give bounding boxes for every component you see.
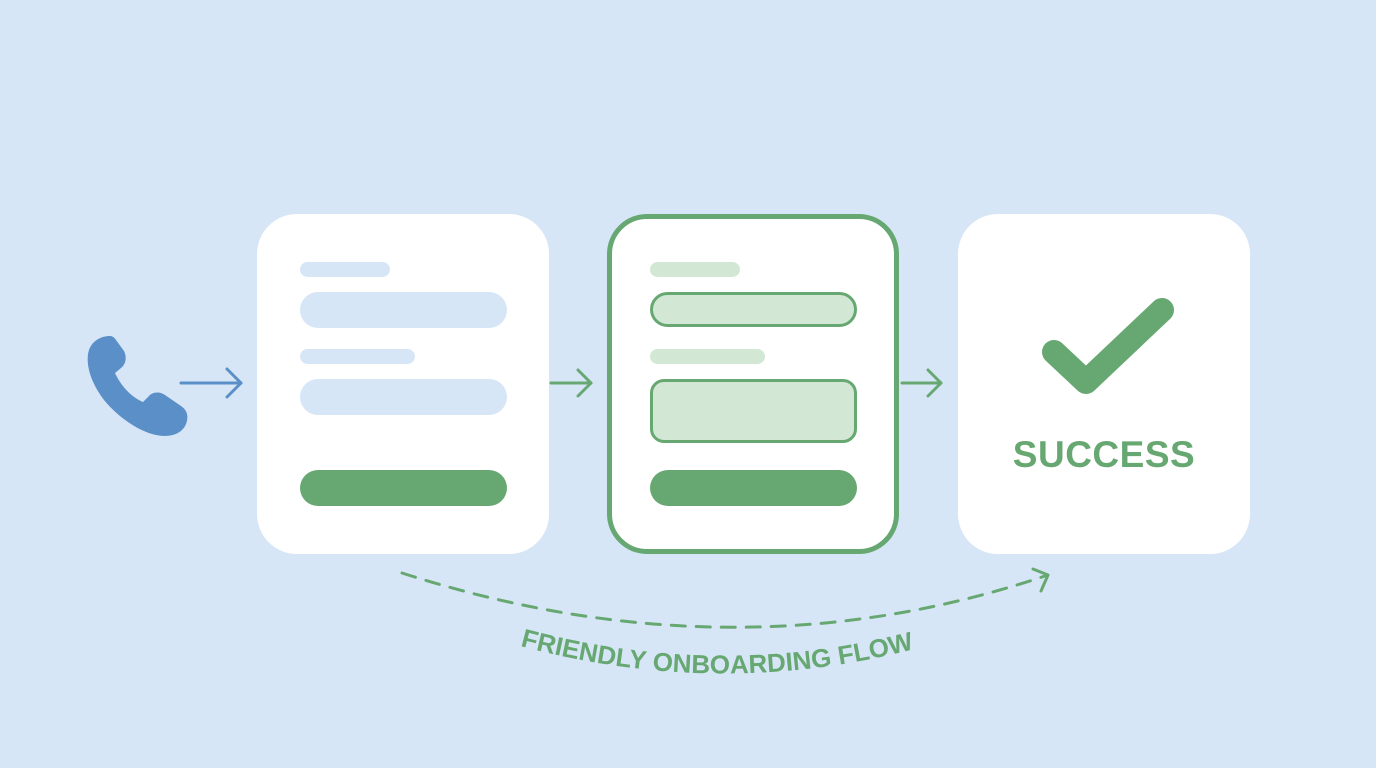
form-label-placeholder [300, 262, 390, 277]
arrow-icon [900, 368, 943, 398]
submit-button-placeholder [650, 470, 857, 506]
form-field-placeholder [300, 292, 507, 328]
filled-form-card [607, 214, 899, 554]
checkmark-icon [1042, 298, 1174, 394]
arrow-icon [179, 367, 243, 399]
phone-icon [87, 336, 188, 436]
flow-label-text: FRIENDLY ONBOARDING FLOW [519, 623, 917, 680]
form-label-placeholder [650, 262, 740, 277]
form-label-placeholder [650, 349, 765, 364]
success-label: SUCCESS [1012, 434, 1196, 475]
form-field-filled [650, 379, 857, 443]
dashed-flow-arrow [400, 567, 1050, 629]
form-field-filled [650, 292, 857, 327]
arrow-icon [549, 368, 593, 398]
success-card: SUCCESS [958, 214, 1250, 554]
form-field-placeholder [300, 379, 507, 415]
submit-button-placeholder [300, 470, 507, 506]
flow-label: FRIENDLY ONBOARDING FLOW [519, 623, 917, 680]
form-label-placeholder [300, 349, 415, 364]
empty-form-card [257, 214, 549, 554]
